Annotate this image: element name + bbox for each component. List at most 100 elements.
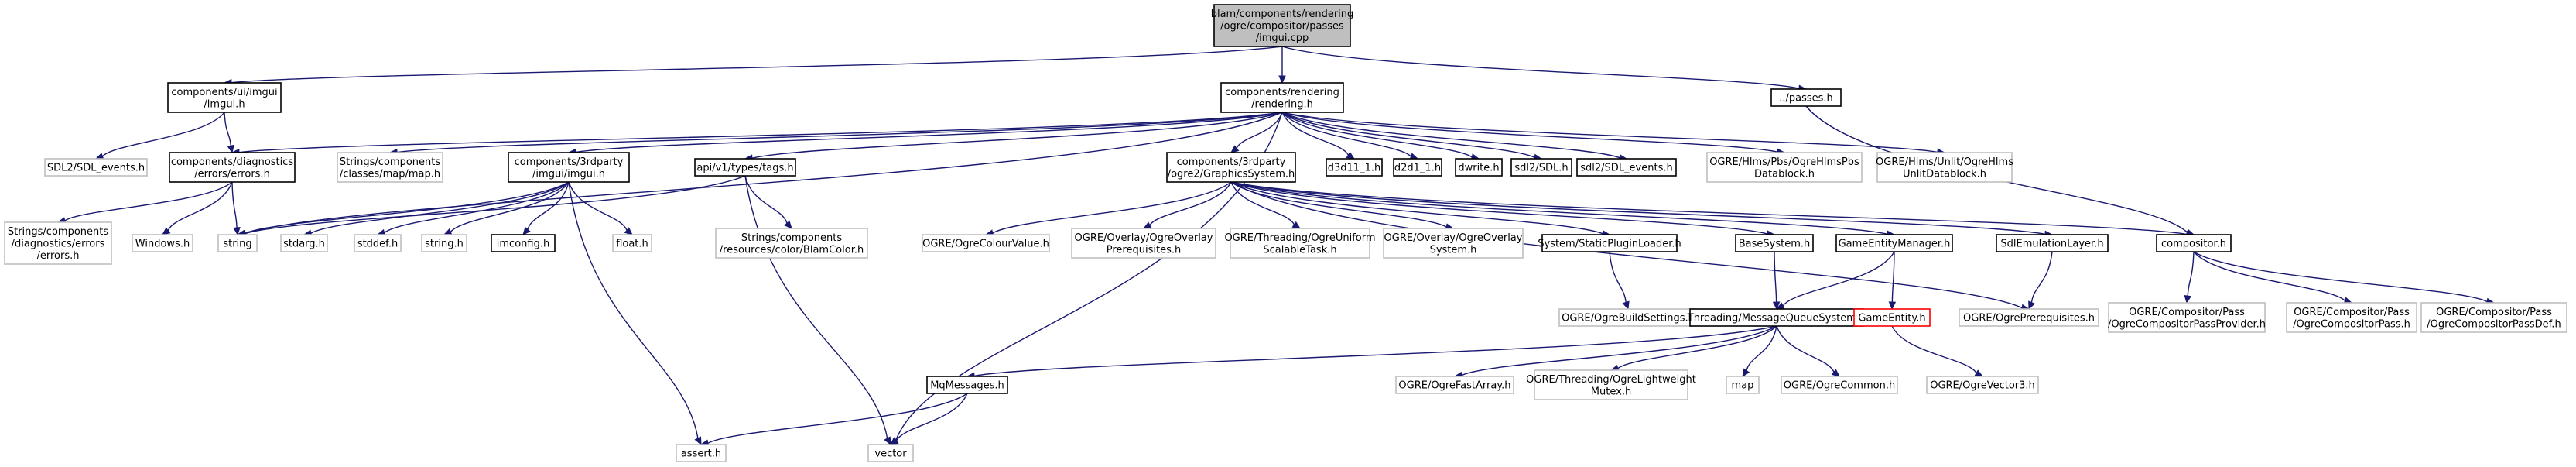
node-box (694, 158, 796, 177)
node-label: /imgui/imgui.h (532, 168, 605, 180)
node-label: ../passes.h (1779, 93, 1833, 105)
edge-line (1281, 112, 1350, 156)
node-rendering[interactable]: components/rendering/rendering.h (1220, 82, 1344, 113)
node-imconfig[interactable]: imconfig.h (491, 234, 556, 252)
node-label: /OgreCompositorPass.h (2293, 318, 2410, 330)
edge-line (167, 181, 233, 231)
edge-line (2030, 251, 2053, 303)
edge-rendering-to-hlms_pbs (1281, 112, 1786, 156)
arrow-head-icon (1974, 369, 1984, 377)
node-label: OGRE/OgreCommon.h (1784, 380, 1895, 392)
node-box (715, 228, 868, 259)
node-label: map (1732, 380, 1754, 392)
edge-line (310, 181, 570, 234)
node-sdl_emulation[interactable]: SdlEmulationLayer.h (1996, 234, 2109, 252)
node-ui_imgui[interactable]: components/ui/imgui/imgui.h (167, 82, 282, 113)
node-sdl2_events_lower[interactable]: sdl2/SDL_events.h (1576, 158, 1677, 177)
edge-line (1230, 181, 1295, 225)
edge-line (1609, 251, 1627, 303)
node-box (2286, 302, 2417, 333)
node-d3d11[interactable]: d3d11_1.h (1326, 158, 1383, 177)
node-label: OGRE/Threading/OgreUniform (1224, 232, 1375, 244)
node-root[interactable]: blam/components/rendering/ogre/composito… (1211, 4, 1354, 47)
edge-rendering-to-thirdparty_imgui (567, 112, 1283, 156)
node-ogre_vector3: OGRE/OgreVector3.h (1926, 376, 2039, 394)
edge-line (384, 181, 570, 234)
node-label: api/v1/types/tags.h (696, 163, 793, 174)
edge-ui_imgui-to-errors (224, 112, 234, 154)
arrow-head-icon (624, 227, 633, 235)
node-box (1959, 308, 2099, 327)
edge-line (895, 393, 968, 441)
edge-compositor-to-pass_provider (2184, 251, 2195, 304)
node-mq_messages[interactable]: MqMessages.h (926, 376, 1008, 394)
node-graphics_system[interactable]: components/3rdparty/ogre2/GraphicsSystem… (1166, 152, 1296, 183)
node-thirdparty_imgui[interactable]: components/3rdparty/imgui/imgui.h (508, 152, 630, 183)
node-tags[interactable]: api/v1/types/tags.h (694, 158, 796, 177)
node-message_queue[interactable]: Threading/MessageQueueSystem.h (1687, 308, 1866, 327)
edge-message_queue-to-ogre_lightweight_mutex (1610, 325, 1777, 373)
node-label: OGRE/OgrePrerequisites.h (1963, 313, 2095, 324)
edge-line (450, 181, 570, 232)
edge-tags-to-vector (744, 175, 891, 446)
node-box (44, 158, 148, 177)
node-box (1534, 369, 1688, 400)
arrow-head-icon (1742, 368, 1750, 378)
edge-line (1281, 112, 1778, 153)
edge-errors-to-string (231, 181, 241, 236)
node-box (2108, 302, 2266, 333)
edge-line (2193, 251, 2345, 301)
node-box (1996, 234, 2109, 252)
node-label: SDL2/SDL_events.h (47, 163, 145, 174)
node-label: blam/components/rendering (1211, 9, 1354, 20)
node-d2d1[interactable]: d2d1_1.h (1393, 158, 1442, 177)
node-passes[interactable]: ../passes.h (1770, 88, 1842, 107)
node-box (1876, 152, 2013, 183)
arrow-head-icon (2184, 294, 2192, 304)
edge-line (101, 112, 225, 157)
edge-compositor-to-pass_def (2193, 251, 2496, 306)
node-stddef: stddef.h (354, 234, 402, 252)
node-label: GameEntity.h (1858, 313, 1925, 324)
node-label: /diagnostics/errors (12, 239, 105, 250)
arrow-head-icon (1622, 300, 1630, 311)
node-sdl2_sdl[interactable]: sdl2/SDL.h (1510, 158, 1572, 177)
node-label: float.h (616, 239, 648, 250)
edge-rendering-to-d2d1 (1281, 112, 1419, 160)
node-string_h: string.h (421, 234, 467, 252)
node-label: Strings/components (741, 232, 842, 244)
node-compositor[interactable]: compositor.h (2156, 234, 2232, 252)
node-box (1166, 152, 1296, 183)
node-errors[interactable]: components/diagnostics/errors/errors.h (169, 152, 296, 183)
node-label: /imgui.cpp (1256, 33, 1309, 44)
node-base_system[interactable]: BaseSystem.h (1735, 234, 1814, 252)
edge-thirdparty_imgui-to-string (236, 181, 570, 238)
node-game_entity_manager[interactable]: GameEntityManager.h (1835, 234, 1953, 252)
node-label: /resources/color/BlamColor.h (720, 244, 864, 256)
node-label: Windows.h (135, 239, 190, 250)
node-ogre_fast_array: OGRE/OgreFastArray.h (1395, 376, 1514, 394)
node-box (1230, 228, 1370, 259)
arrow-head-icon (1142, 221, 1152, 229)
node-label: string.h (425, 239, 464, 250)
edge-graphics_system-to-ogre_threading_uniform (1230, 181, 1302, 229)
node-label: /errors/errors.h (194, 168, 270, 180)
node-label: OGRE/OgreBuildSettings.h (1562, 313, 1695, 324)
node-label: components/3rdparty (515, 156, 624, 168)
node-box (167, 82, 282, 113)
node-box (1510, 158, 1572, 177)
edge-graphics_system-to-compositor (1230, 181, 2195, 239)
node-dwrite[interactable]: dwrite.h (1455, 158, 1503, 177)
node-blamcolor: Strings/components/resources/color/BlamC… (715, 228, 868, 259)
node-static_plugin[interactable]: System/StaticPluginLoader.h (1538, 234, 1681, 252)
edge-line (244, 112, 1283, 235)
node-strings_errors: Strings/components/diagnostics/errors/er… (4, 221, 112, 265)
edge-errors-to-strings_errors (56, 181, 233, 225)
node-box (1576, 158, 1677, 177)
node-box (1781, 376, 1898, 394)
edge-line (1281, 112, 1473, 158)
